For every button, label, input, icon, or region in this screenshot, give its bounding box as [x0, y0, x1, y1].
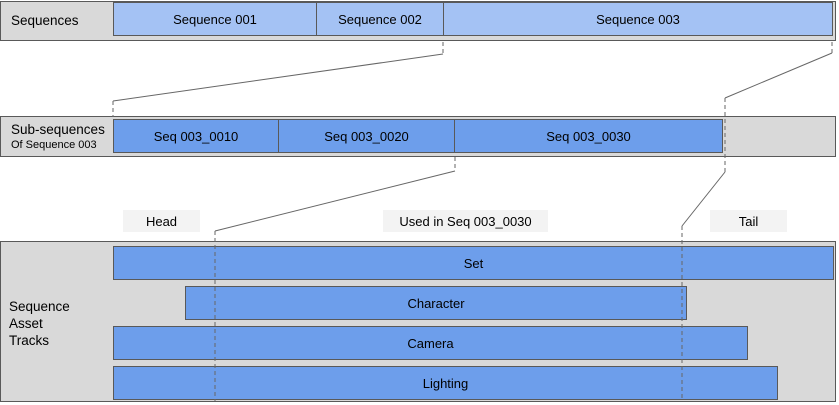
head-region-label-text: Head — [145, 213, 178, 229]
tail-region-label-text: Tail — [738, 213, 759, 229]
seq-003-0030-bar: Seq 003_0030 — [454, 119, 723, 153]
diagonal-seq003-left — [112, 53, 444, 102]
sequence-001-label: Sequence 001 — [173, 11, 257, 27]
sequence-002-bar: Sequence 002 — [315, 2, 445, 36]
sequences-row-label-text: Sequences — [11, 13, 79, 28]
track-character-label: Character — [407, 295, 465, 311]
asset-tracks-label-line1: Sequence — [9, 299, 70, 314]
subsequences-row-label-line1: Sub-sequences — [11, 121, 105, 137]
subsequences-row-label-line2: Of Sequence 003 — [11, 138, 97, 151]
sequence-003-bar: Sequence 003 — [443, 2, 833, 36]
track-camera-label: Camera — [407, 335, 454, 351]
track-lighting-bar: Lighting — [113, 366, 778, 400]
seq-003-0030-label: Seq 003_0030 — [546, 128, 631, 144]
track-camera-bar: Camera — [113, 326, 748, 360]
tail-region-label: Tail — [710, 210, 787, 232]
sequence-002-label: Sequence 002 — [338, 11, 422, 27]
sequence-001-bar: Sequence 001 — [113, 2, 317, 36]
asset-tracks-label-line3: Tracks — [9, 333, 49, 348]
track-character-bar: Character — [185, 286, 687, 320]
subsequences-row-label: Sub-sequences Of Sequence 003 — [11, 117, 105, 156]
sequence-003-label: Sequence 003 — [596, 11, 680, 27]
used-region-label-text: Used in Seq 003_0030 — [399, 213, 532, 229]
track-lighting-label: Lighting — [422, 375, 469, 391]
asset-tracks-label-line2: Asset — [9, 316, 43, 331]
track-set-bar: Set — [113, 246, 834, 280]
head-region-label: Head — [123, 210, 200, 232]
seq-003-0010-label: Seq 003_0010 — [153, 128, 239, 144]
track-set-label: Set — [463, 255, 484, 271]
asset-tracks-label: Sequence Asset Tracks — [9, 298, 70, 349]
seq-003-0020-label: Seq 003_0020 — [324, 128, 409, 144]
seq-003-0010-bar: Seq 003_0010 — [113, 119, 279, 153]
used-region-label: Used in Seq 003_0030 — [383, 210, 548, 232]
seq-003-0020-bar: Seq 003_0020 — [277, 119, 456, 153]
sequences-row-label: Sequences — [11, 2, 79, 40]
diagonal-seq003-right — [724, 52, 833, 99]
